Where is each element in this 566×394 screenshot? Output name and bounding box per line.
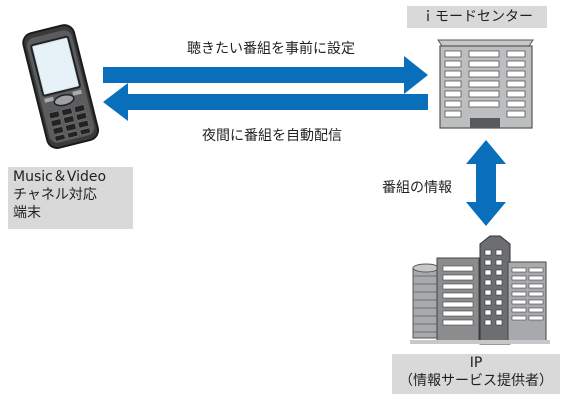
info-double-arrow (466, 140, 506, 226)
provider-label: IP （情報サービス提供者） (392, 354, 560, 394)
phone-label-line2: チャネル対応 (13, 187, 97, 203)
vertical-arrow-label: 番組の情報 (382, 180, 452, 196)
center-label-text: ｉモードセンター (421, 9, 533, 25)
provider-label-line2: （情報サービス提供者） (399, 373, 553, 389)
bottom-arrow-label: 夜間に番組を自動配信 (202, 128, 342, 144)
download-arrow (103, 83, 428, 121)
provider-buildings-icon (410, 235, 550, 345)
upload-arrow (103, 56, 428, 94)
provider-label-line1: IP (469, 355, 483, 371)
phone-label-line1: Music＆Video (13, 169, 107, 185)
phone-label-line3: 端末 (13, 205, 41, 221)
center-building-icon (437, 39, 534, 129)
phone-label: Music＆Video チャネル対応 端末 (8, 167, 133, 229)
mobile-phone-icon (22, 24, 100, 149)
top-arrow-label: 聴きたい番組を事前に設定 (187, 41, 355, 57)
center-label: ｉモードセンター (407, 6, 547, 28)
